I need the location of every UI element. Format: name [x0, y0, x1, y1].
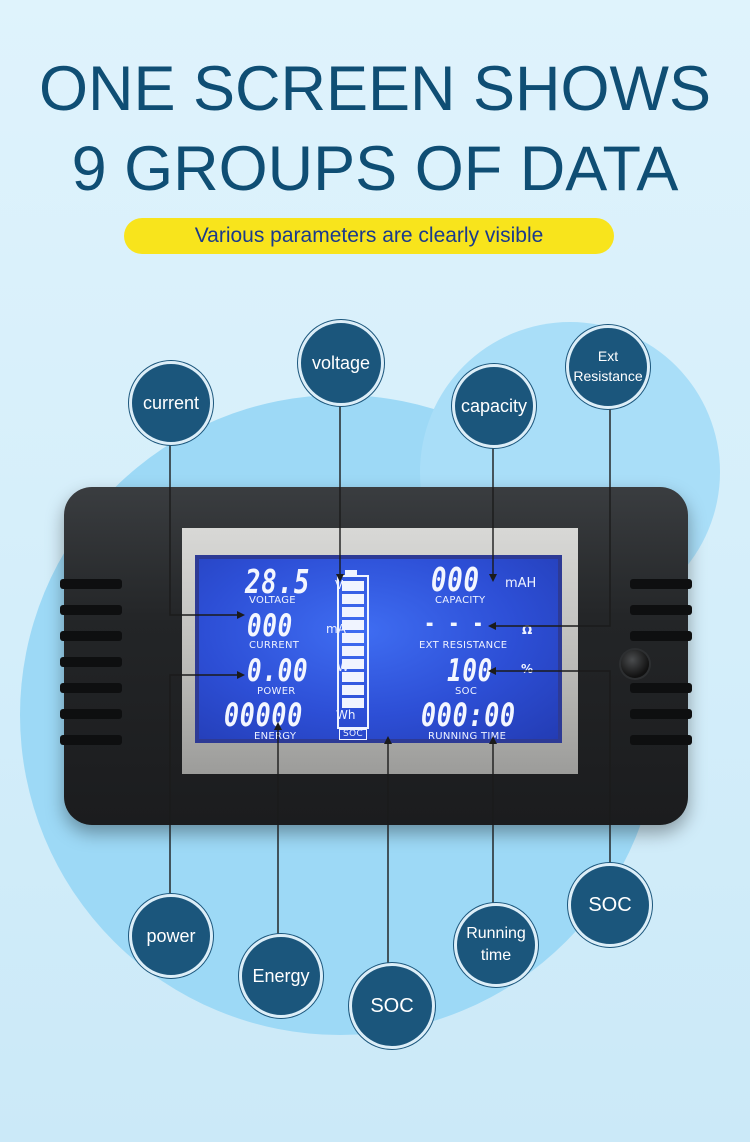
capacity-unit: mAH: [505, 576, 537, 591]
vent: [60, 631, 122, 641]
current-value: 000: [247, 608, 294, 644]
soc-label: SOC: [455, 686, 478, 697]
battery-cell: [342, 594, 364, 604]
screen-bezel: 28.5 V VOLTAGE 000 mA CURRENT 0.00 W POW…: [182, 528, 578, 774]
vent: [60, 735, 122, 745]
resistance-unit: Ω: [522, 623, 533, 637]
voltage-unit: V: [335, 578, 344, 592]
vent: [60, 709, 122, 719]
callout-running-text: Running time: [466, 923, 526, 968]
vent: [60, 683, 122, 693]
callout-energy-label: Energy: [252, 965, 310, 986]
callout-energy: Energy: [239, 934, 323, 1018]
vent: [630, 605, 692, 615]
energy-value: 00000: [224, 696, 304, 734]
callout-soc-right-label: SOC: [588, 893, 632, 916]
running-time-value: 000:00: [421, 696, 516, 734]
callout-running-label-2: time: [480, 947, 512, 964]
battery-cell: [342, 685, 364, 695]
resistance-value: - - -: [424, 609, 485, 637]
callout-current: current: [129, 361, 213, 445]
vent: [630, 683, 692, 693]
callout-ext-text: Ext Resistance: [573, 347, 642, 386]
battery-cell: [342, 581, 364, 591]
lcd-screen: 28.5 V VOLTAGE 000 mA CURRENT 0.00 W POW…: [199, 559, 558, 742]
vent: [630, 709, 692, 719]
callout-current-label: current: [142, 392, 200, 413]
headline-line-2: 9 GROUPS OF DATA: [71, 134, 679, 204]
power-value: 0.00: [247, 653, 309, 689]
soc-value: 100: [447, 653, 494, 689]
energy-unit: Wh: [336, 708, 356, 722]
vent: [60, 657, 122, 667]
voltage-value: 28.5: [245, 562, 311, 601]
callout-power: power: [129, 894, 213, 978]
energy-label: ENERGY: [254, 731, 297, 742]
callout-ext-label-2: Resistance: [573, 368, 643, 384]
battery-cap: [345, 570, 357, 575]
battery-cell: [342, 659, 364, 669]
callout-voltage: voltage: [298, 320, 384, 406]
callout-voltage-label: voltage: [311, 352, 371, 373]
vent: [630, 735, 692, 745]
resistance-label: EXT RESISTANCE: [419, 640, 508, 651]
callout-soc-bottom-label: SOC: [370, 994, 414, 1017]
callout-ext-label-1: Ext: [597, 348, 619, 365]
battery-cell: [342, 607, 364, 617]
battery-cell: [342, 633, 364, 643]
vent: [630, 579, 692, 589]
battery-cell: [342, 698, 364, 708]
subtitle-banner: Various parameters are clearly visible: [124, 218, 614, 254]
callout-power-label: power: [146, 925, 196, 946]
vent: [630, 631, 692, 641]
callout-soc-right: SOC: [568, 863, 652, 947]
meter-device: 28.5 V VOLTAGE 000 mA CURRENT 0.00 W POW…: [60, 487, 692, 825]
running-time-label: RUNNING TIME: [428, 731, 507, 742]
control-knob: [621, 650, 649, 678]
headline-line-1: ONE SCREEN SHOWS: [38, 54, 712, 124]
callout-ext-resistance: Ext Resistance: [566, 325, 650, 409]
battery-cell: [342, 672, 364, 682]
power-label: POWER: [257, 686, 296, 697]
callout-running-label-1: Running: [466, 924, 526, 942]
battery-gauge: [337, 575, 369, 729]
callout-soc-bottom: SOC: [349, 963, 435, 1049]
capacity-label: CAPACITY: [435, 595, 486, 606]
callout-capacity-label: capacity: [460, 395, 528, 416]
current-label: CURRENT: [249, 640, 300, 651]
vent: [60, 605, 122, 615]
battery-label: SOC: [339, 729, 367, 740]
screen-frame: 28.5 V VOLTAGE 000 mA CURRENT 0.00 W POW…: [195, 555, 562, 743]
battery-cell: [342, 620, 364, 630]
callout-capacity: capacity: [452, 364, 536, 448]
voltage-label: VOLTAGE: [249, 595, 296, 606]
vent: [60, 579, 122, 589]
battery-cell: [342, 646, 364, 656]
callout-running-time: Running time: [454, 903, 538, 987]
capacity-value: 000: [431, 560, 480, 599]
current-unit: mA: [326, 622, 346, 636]
soc-unit: %: [521, 662, 534, 676]
